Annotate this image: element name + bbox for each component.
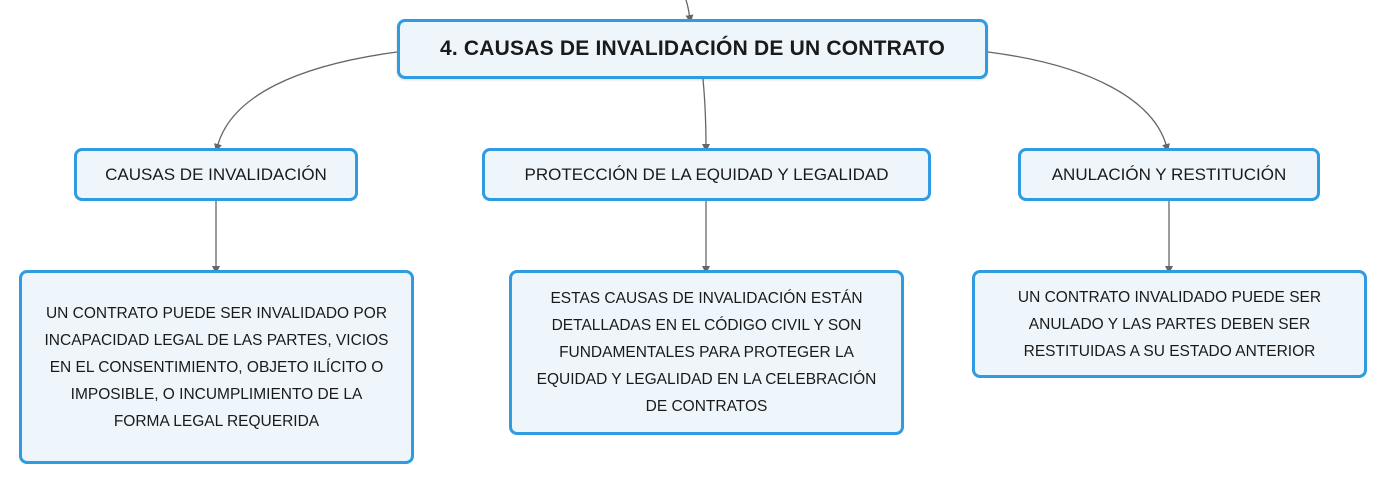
connector-root-to-anulacion	[987, 51, 1170, 152]
detail-node-anulacion[interactable]: UN CONTRATO INVALIDADO PUEDE SER ANULADO…	[972, 270, 1367, 378]
branch-node-causas[interactable]: CAUSAS DE INVALIDACIÓN	[74, 148, 358, 201]
branch-node-label: PROTECCIÓN DE LA EQUIDAD Y LEGALIDAD	[524, 164, 889, 184]
detail-node-text: UN CONTRATO INVALIDADO PUEDE SER ANULADO…	[1017, 288, 1322, 360]
branch-node-proteccion[interactable]: PROTECCIÓN DE LA EQUIDAD Y LEGALIDAD	[482, 148, 931, 201]
branch-node-label: ANULACIÓN Y RESTITUCIÓN	[1051, 164, 1287, 184]
detail-node-text: UN CONTRATO PUEDE SER INVALIDADO POR INC…	[44, 304, 389, 430]
root-node[interactable]: 4. CAUSAS DE INVALIDACIÓN DE UN CONTRATO	[397, 19, 988, 79]
branch-node-label: CAUSAS DE INVALIDACIÓN	[105, 164, 327, 184]
incoming-connector	[685, 0, 694, 23]
branch-node-anulacion[interactable]: ANULACIÓN Y RESTITUCIÓN	[1018, 148, 1320, 201]
detail-node-text: ESTAS CAUSAS DE INVALIDACIÓN ESTÁN DETAL…	[536, 290, 877, 415]
connector-root-to-causas	[214, 51, 398, 152]
root-node-label: 4. CAUSAS DE INVALIDACIÓN DE UN CONTRATO	[439, 37, 946, 60]
connector-root-to-proteccion	[701, 78, 710, 152]
detail-node-proteccion[interactable]: ESTAS CAUSAS DE INVALIDACIÓN ESTÁN DETAL…	[509, 270, 904, 435]
detail-node-causas[interactable]: UN CONTRATO PUEDE SER INVALIDADO POR INC…	[19, 270, 414, 464]
